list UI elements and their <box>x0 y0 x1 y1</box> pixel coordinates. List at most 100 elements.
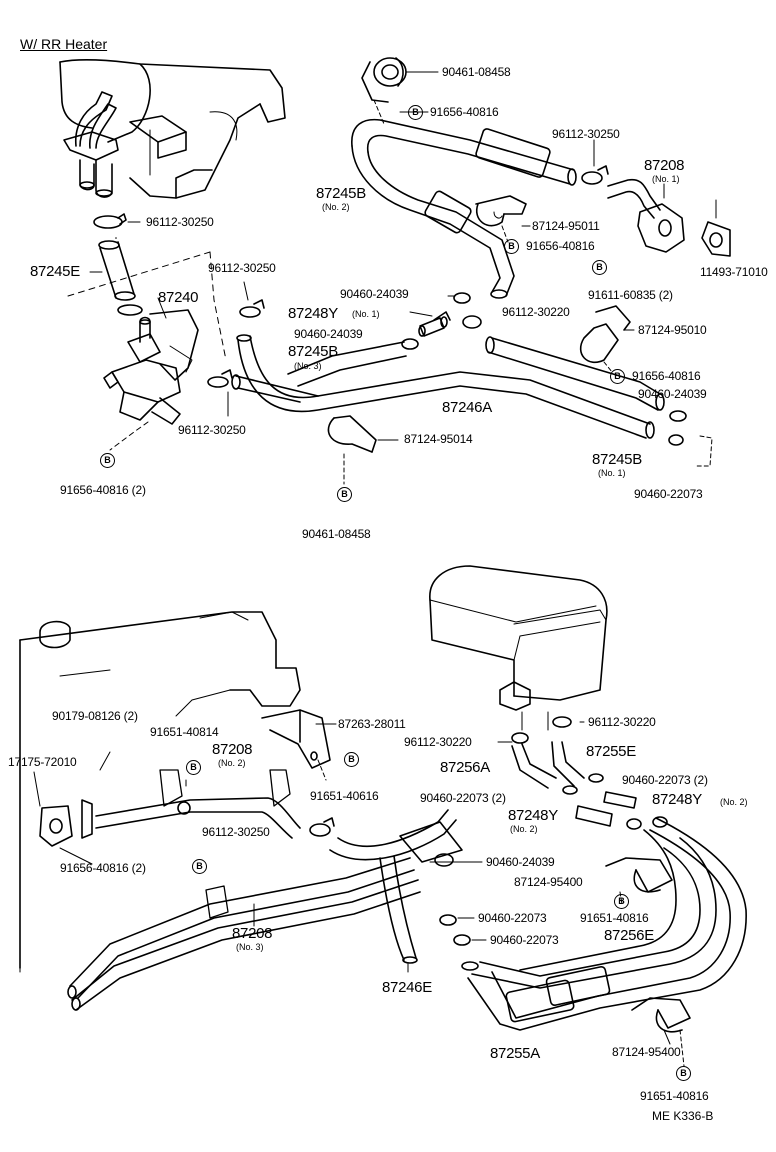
label-87248y-no2b: 87248Y <box>508 807 558 824</box>
clamp-90460-24039-b <box>401 338 419 350</box>
label-96112-30250-left: 96112-30250 <box>146 215 214 229</box>
hose-clamp-96112-30250-lower <box>207 369 233 388</box>
drawing-code: ME K336-B <box>652 1109 714 1123</box>
label-90460-22073-top: 90460-22073 <box>634 487 703 501</box>
gasket-11493-71010 <box>701 221 731 257</box>
clamp-90460-24039-c <box>669 410 687 422</box>
bolt-mark-b: B <box>676 1066 691 1081</box>
bolt-mark-b: B <box>592 260 607 275</box>
label-91651-40616: 91651-40616 <box>310 789 379 803</box>
rear-heater-box-illustration <box>429 565 608 711</box>
label-87248y-no2b-sub: (No. 2) <box>510 824 538 834</box>
bracket-87124-95011 <box>475 195 527 227</box>
label-87245e: 87245E <box>30 263 80 280</box>
label-90461-08458-bot: 90461-08458 <box>302 527 371 541</box>
bracket-87263-28011 <box>261 709 331 769</box>
label-17175-72010: 17175-72010 <box>8 755 77 769</box>
bolt-mark-b: B <box>610 369 625 384</box>
label-91651-40816-b: 91651-40816 <box>640 1089 709 1103</box>
diagram-title: W/ RR Heater <box>20 36 108 52</box>
pipe-87246e <box>329 809 463 964</box>
hose-clamp-96112-30250-bottom <box>309 817 335 837</box>
joint-87248y-no2-a <box>603 791 637 809</box>
label-87256e: 87256E <box>604 927 654 944</box>
label-87208-no1-sub: (No. 1) <box>652 174 680 184</box>
grommet-90461-08458-top <box>361 57 407 103</box>
label-96112-30250-ml: 96112-30250 <box>208 261 276 275</box>
label-87246e: 87246E <box>382 979 432 996</box>
water-valve-87240 <box>103 304 199 425</box>
label-91656-40816-top: 91656-40816 <box>430 105 499 119</box>
bolt-mark-b: B <box>344 752 359 767</box>
label-87245b-no1: 87245B <box>592 451 642 468</box>
bolt-mark-b: B <box>614 894 629 909</box>
label-87256a: 87256A <box>440 759 490 776</box>
label-87245b-no1-sub: (No. 1) <box>598 468 626 478</box>
label-11493-71010: 11493-71010 <box>700 265 768 279</box>
label-87255e: 87255E <box>586 743 636 760</box>
label-87208-no3: 87208 <box>232 925 273 942</box>
clamp-90460-24039-a <box>453 292 471 304</box>
hose-87255e <box>551 741 585 787</box>
joint-87248y-no1 <box>418 311 451 337</box>
label-87124-95011: 87124-95011 <box>532 219 600 233</box>
bracket-87124-95010 <box>579 305 631 363</box>
label-96112-30250-tr: 96112-30250 <box>552 127 620 141</box>
bracket-87124-95014 <box>327 415 377 453</box>
joint-87248y-no2-b <box>575 805 613 827</box>
clamp-96112-30220-r <box>552 716 572 728</box>
label-87248y-no1: 87248Y <box>288 305 338 322</box>
hose-87245b-no2 <box>351 118 577 299</box>
label-90460-24039-b: 90460-24039 <box>294 327 363 341</box>
label-96112-30250-bl: 96112-30250 <box>178 423 246 437</box>
clamp-96112-30220-l <box>511 732 529 744</box>
label-90460-22073-2b: 90460-22073 (2) <box>420 791 506 805</box>
hose-87245e <box>98 240 136 301</box>
bolt-mark-b: B <box>100 453 115 468</box>
label-91651-40816-a: 91651-40816 <box>580 911 649 925</box>
pipe-87208-no3 <box>67 857 421 1011</box>
pipe-87208-no1 <box>607 178 685 253</box>
label-87246a: 87246A <box>442 399 492 416</box>
bolt-mark-b: B <box>504 239 519 254</box>
label-87208-no3-sub: (No. 3) <box>236 942 264 952</box>
label-90460-24039-c: 90460-24039 <box>638 387 707 401</box>
pipe-87246a <box>231 334 655 439</box>
engine-block-illustration <box>19 611 301 969</box>
label-87263-28011: 87263-28011 <box>338 717 406 731</box>
label-91651-40814: 91651-40814 <box>150 725 219 739</box>
label-87255a: 87255A <box>490 1045 540 1062</box>
pipe-87255a <box>461 817 747 1031</box>
label-87240: 87240 <box>158 289 199 306</box>
label-87124-95400-a: 87124-95400 <box>514 875 583 889</box>
label-87245b-no2: 87245B <box>316 185 366 202</box>
label-90460-22073-2a: 90460-22073 (2) <box>622 773 708 787</box>
label-91611-60835: 91611-60835 (2) <box>588 288 673 302</box>
label-96112-30220-r: 96112-30220 <box>588 715 656 729</box>
label-90461-08458-top: 90461-08458 <box>442 65 511 79</box>
label-87245b-no2-sub: (No. 2) <box>322 202 350 212</box>
label-87245b-no3: 87245B <box>288 343 338 360</box>
bracket-87124-95400-a <box>605 857 673 893</box>
label-90179-08126: 90179-08126 (2) <box>52 709 138 723</box>
pipe-87256e <box>471 829 717 989</box>
label-90460-22073-a: 90460-22073 <box>478 911 547 925</box>
clamp-90460-22073-top <box>668 434 684 446</box>
label-87208-no1: 87208 <box>644 157 685 174</box>
label-91656-40816-2: 91656-40816 (2) <box>60 483 146 497</box>
label-87248y-no2a-sub: (No. 2) <box>720 797 748 807</box>
label-91656-40816-2b: 91656-40816 (2) <box>60 861 146 875</box>
label-87248y-no2a: 87248Y <box>652 791 702 808</box>
label-87124-95010: 87124-95010 <box>638 323 707 337</box>
bolt-mark-b: B <box>186 760 201 775</box>
heater-unit-illustration <box>59 59 286 199</box>
clamp-96112-30220-top <box>462 315 482 329</box>
label-91656-40816-mid: 91656-40816 <box>526 239 595 253</box>
hose-87256a <box>511 743 557 789</box>
label-87124-95014: 87124-95014 <box>404 432 473 446</box>
label-87208-no2: 87208 <box>212 741 253 758</box>
label-90460-22073-b: 90460-22073 <box>490 933 559 947</box>
gasket-17175-72010 <box>39 805 73 847</box>
pipe-87208-no2 <box>95 769 301 839</box>
label-96112-30250-bot: 96112-30250 <box>202 825 270 839</box>
